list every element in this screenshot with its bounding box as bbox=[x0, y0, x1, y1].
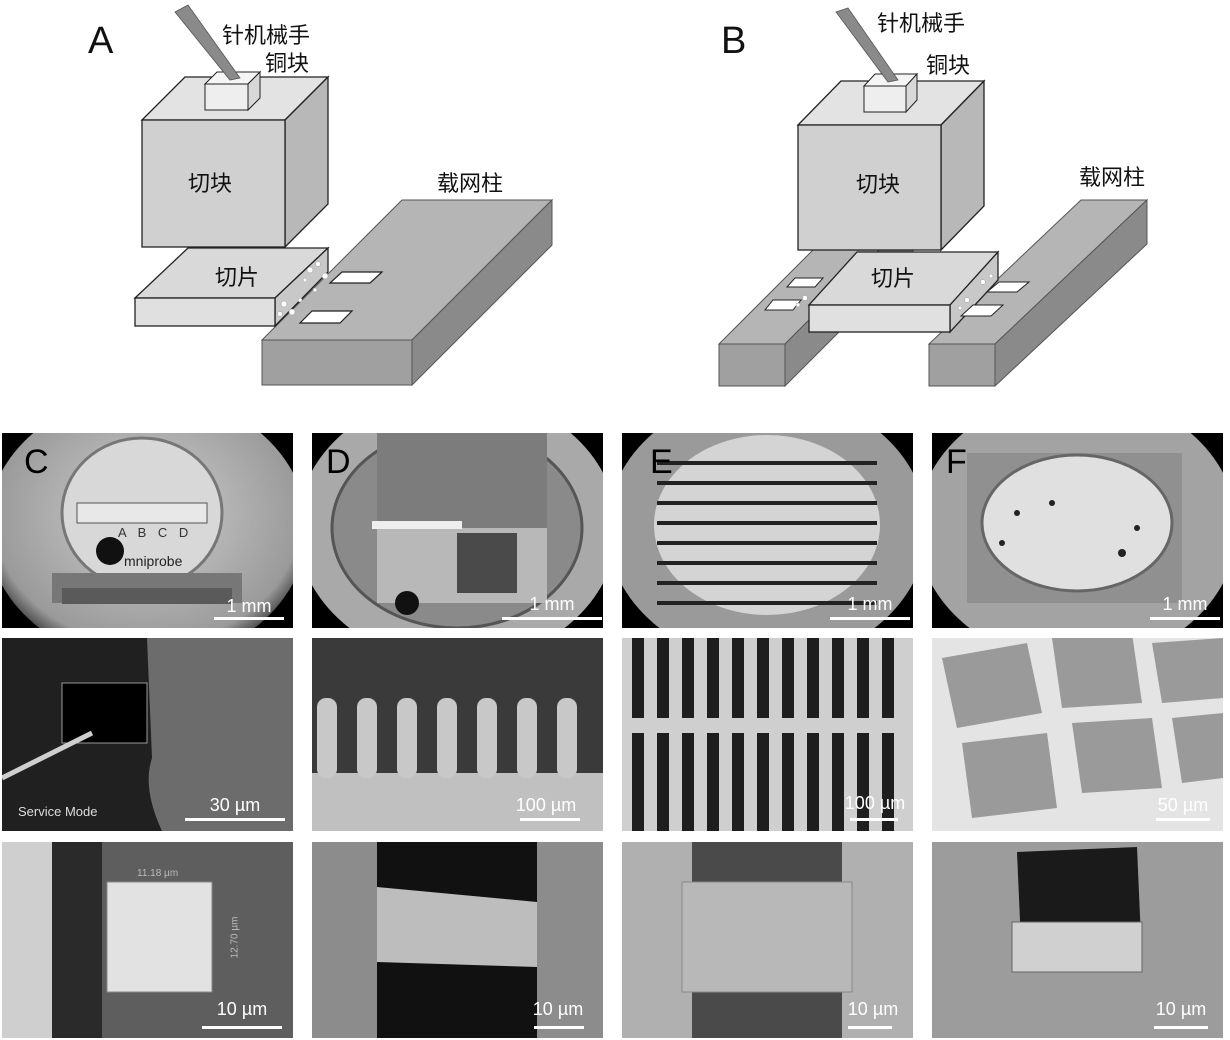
slot-right-upper bbox=[985, 281, 1031, 293]
needle-label: 针机械手 bbox=[222, 24, 311, 49]
scale-label: 10 µm bbox=[216, 999, 268, 1019]
scale-bar bbox=[1150, 617, 1220, 620]
scale-bar bbox=[534, 1026, 584, 1029]
scale-bar bbox=[214, 617, 284, 620]
micrograph-e-mid: 100 µm bbox=[622, 638, 913, 831]
post-label: 载网柱 bbox=[1079, 166, 1146, 191]
deposit-dots bbox=[277, 261, 329, 317]
panel-b-drawing bbox=[717, 7, 1149, 388]
scale-label: 10 µm bbox=[532, 999, 584, 1019]
slice-front bbox=[808, 304, 951, 333]
slot-lower bbox=[298, 310, 354, 324]
copper-label: 铜块 bbox=[926, 54, 971, 79]
scale-label: 1 mm bbox=[226, 596, 272, 616]
panel-a: A 针机械手 铜块 切块 切片 载网柱 bbox=[0, 0, 615, 420]
panel-e-letter: E bbox=[650, 443, 673, 481]
slot-upper bbox=[328, 271, 384, 284]
scale-bar bbox=[1154, 1026, 1208, 1029]
slot-left-lower bbox=[763, 299, 803, 311]
measure-width: 11.18 µm bbox=[137, 868, 179, 879]
slice-front bbox=[134, 297, 276, 327]
panel-c-letter: C bbox=[24, 443, 49, 481]
panel-f-letter: F bbox=[946, 443, 967, 481]
grid-letters: A B C D bbox=[118, 525, 193, 540]
slot-left-upper bbox=[785, 277, 825, 288]
grid-brand: mniprobe bbox=[124, 553, 183, 569]
panel-d-letter: D bbox=[326, 443, 351, 481]
panel-b: B 针机械手 铜块 切块 切片 载网柱 bbox=[615, 0, 1230, 420]
scale-label: 10 µm bbox=[1155, 999, 1207, 1019]
micrograph-e-overview: E 1 mm bbox=[622, 433, 913, 628]
needle bbox=[835, 7, 899, 83]
needle bbox=[174, 4, 241, 81]
scale-label: 1 mm bbox=[847, 594, 893, 614]
measure-height: 12.70 µm bbox=[229, 916, 241, 959]
slice-label: 切片 bbox=[215, 266, 260, 291]
scale-label: 30 µm bbox=[209, 795, 261, 815]
micrograph-e-detail: 10 µm bbox=[622, 842, 913, 1038]
scale-label: 100 µm bbox=[515, 795, 577, 815]
micrograph-d-overview: D 1 mm bbox=[312, 433, 603, 628]
copper-front bbox=[204, 83, 249, 111]
micrograph-f-overview: F 1 mm bbox=[932, 433, 1223, 628]
micrograph-c-overview: A B C D mniprobe C 1 mm bbox=[2, 433, 293, 628]
micrograph-d-detail: 10 µm bbox=[312, 842, 603, 1038]
panel-a-letter: A bbox=[88, 20, 114, 62]
copper-label: 铜块 bbox=[265, 52, 310, 77]
block-front bbox=[797, 124, 942, 251]
micrograph-f-detail: 10 µm bbox=[932, 842, 1223, 1038]
panel-a-drawing bbox=[133, 4, 554, 387]
panel-b-letter: B bbox=[721, 20, 747, 62]
scale-label: 10 µm bbox=[847, 999, 899, 1019]
deposit-dots bbox=[795, 273, 994, 311]
scale-bar bbox=[202, 1026, 282, 1029]
service-mode-label: Service Mode bbox=[18, 804, 98, 819]
scale-bar bbox=[830, 617, 910, 620]
scale-bar bbox=[520, 818, 580, 821]
scale-bar bbox=[1156, 818, 1210, 821]
micrograph-c-detail: 11.18 µm 12.70 µm 10 µm bbox=[2, 842, 293, 1038]
slot-right-lower bbox=[959, 304, 1005, 317]
scale-label: 1 mm bbox=[1162, 594, 1208, 614]
slice-label: 切片 bbox=[871, 267, 916, 292]
scale-label: 1 mm bbox=[529, 594, 575, 614]
copper-front bbox=[863, 85, 907, 113]
scale-label: 100 µm bbox=[844, 793, 906, 813]
block-front bbox=[141, 119, 286, 248]
micrograph-c-mid: Service Mode 30 µm bbox=[2, 638, 293, 831]
scale-bar bbox=[185, 818, 285, 821]
left-post-front bbox=[718, 343, 786, 387]
micrograph-f-mid: 50 µm bbox=[932, 638, 1223, 831]
grid-post-front bbox=[261, 339, 413, 386]
post-label: 载网柱 bbox=[437, 172, 504, 197]
right-post-front bbox=[928, 343, 996, 387]
scale-bar bbox=[502, 617, 602, 620]
scale-bar bbox=[848, 1026, 892, 1029]
needle-label: 针机械手 bbox=[877, 12, 966, 37]
block-label: 切块 bbox=[856, 173, 901, 198]
scale-bar bbox=[850, 818, 898, 821]
scale-label: 50 µm bbox=[1157, 795, 1209, 815]
micrograph-d-mid: 100 µm bbox=[312, 638, 603, 831]
block-label: 切块 bbox=[188, 172, 233, 197]
